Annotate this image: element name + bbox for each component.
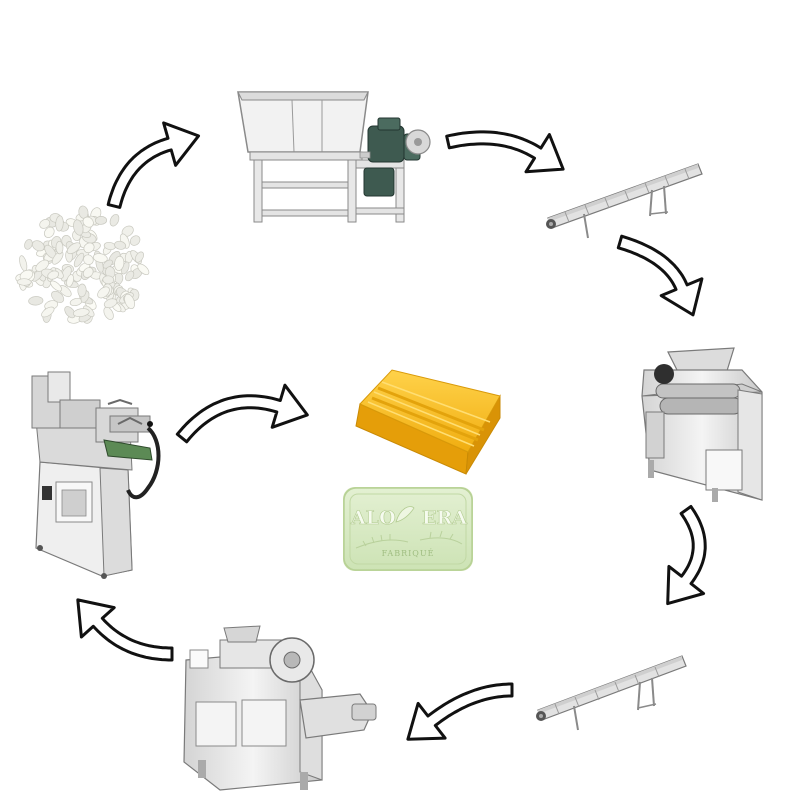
soap-noodle — [51, 290, 65, 303]
soap-noodle — [41, 306, 55, 318]
soap-noodle — [47, 270, 60, 280]
vacuum-plodder-icon — [183, 625, 377, 791]
soap-noodle — [77, 283, 87, 298]
soap-noodle — [124, 293, 135, 310]
soap-noodle — [66, 242, 81, 255]
three-roller-mill-icon — [641, 347, 763, 502]
soap-noodle — [129, 235, 141, 246]
soap-noodle — [66, 274, 74, 288]
soap-noodles-icon — [15, 205, 150, 324]
flow-arrow-6 — [76, 598, 174, 662]
soap-noodle — [19, 255, 28, 272]
green-soap-bar: ALO ERA FABRIQUÉ — [343, 487, 473, 571]
soap-noodle — [102, 275, 115, 285]
flow-arrows — [76, 121, 707, 741]
flow-arrow-7 — [175, 383, 309, 444]
soap-noodle — [28, 296, 44, 306]
soap-noodle — [114, 240, 127, 250]
conveyor-belt-icon — [536, 655, 687, 731]
soap-noodle — [55, 215, 64, 232]
soap-noodle — [32, 240, 45, 252]
soap-noodle — [82, 216, 94, 228]
soap-noodle — [44, 226, 55, 238]
soap-noodle — [94, 216, 108, 225]
soap-noodle — [97, 286, 110, 299]
flow-arrow-2 — [445, 130, 565, 174]
soap-noodle — [137, 263, 150, 276]
mixer-machine-icon — [237, 91, 431, 223]
soap-noodle — [92, 253, 108, 263]
soap-noodle — [103, 306, 114, 320]
soap-noodle — [82, 267, 94, 278]
soap-stamping-machine-icon — [31, 371, 161, 579]
soap-noodle — [103, 298, 118, 309]
flow-arrow-4 — [666, 505, 707, 606]
soap-noodle — [83, 254, 94, 265]
soap-noodle — [39, 219, 51, 229]
flow-arrow-3 — [616, 234, 704, 317]
soap-text-left: ALO — [350, 507, 396, 529]
yellow-soap-bar — [355, 369, 501, 475]
soap-noodle — [50, 280, 62, 292]
flow-arrow-1 — [106, 121, 200, 209]
soap-noodle — [24, 239, 33, 250]
soap-noodle — [73, 219, 84, 236]
soap-noodle — [125, 270, 135, 282]
soap-noodle — [16, 278, 32, 286]
flow-arrow-5 — [406, 682, 514, 741]
conveyor-belt-icon — [546, 163, 703, 239]
soap-noodle — [134, 251, 144, 263]
soap-noodle — [73, 252, 85, 268]
soap-noodle — [83, 242, 95, 254]
soap-noodle — [55, 240, 64, 255]
soap-noodle — [114, 255, 125, 271]
soap-noodle — [73, 308, 90, 318]
soap-noodle — [64, 306, 76, 319]
soap-noodle — [109, 213, 120, 227]
soap-text-right: ERA — [422, 507, 467, 529]
soap-text-fabrique: FABRIQUÉ — [382, 549, 435, 558]
